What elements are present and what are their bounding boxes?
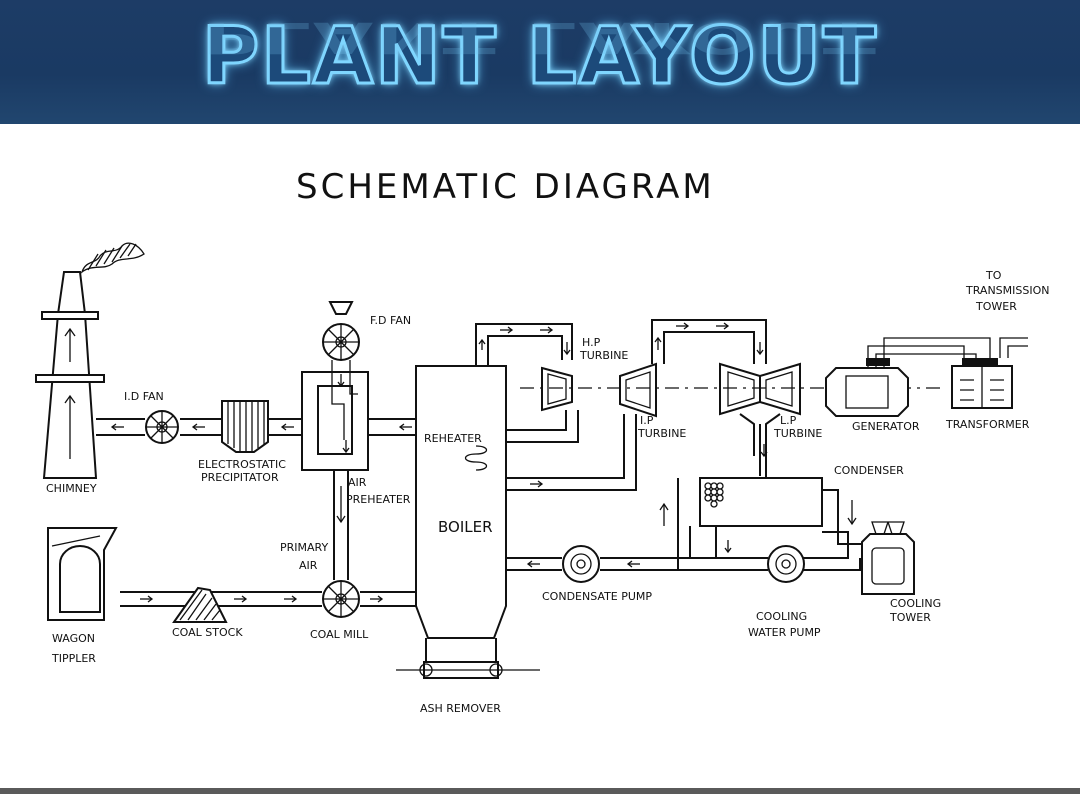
electrostatic-precipitator bbox=[221, 400, 269, 453]
lp-turbine bbox=[719, 362, 801, 484]
ip-turbine bbox=[619, 362, 657, 418]
condenser-label: CONDENSER bbox=[834, 464, 904, 477]
generator-label: GENERATOR bbox=[852, 420, 920, 433]
primary-air-label-2: AIR bbox=[299, 559, 318, 572]
primary-air-duct bbox=[333, 470, 349, 580]
id-fan bbox=[145, 410, 179, 444]
header-banner: PLANT LAYOUT PLANT LAYOUT bbox=[0, 0, 1080, 124]
coal-mill-label: COAL MILL bbox=[310, 628, 369, 641]
ash-remover bbox=[396, 638, 540, 679]
hp-turbine-label-2: TURBINE bbox=[579, 349, 628, 362]
condensate-line bbox=[506, 526, 717, 571]
coal-conveyor bbox=[120, 591, 416, 607]
wagon-tippler bbox=[47, 527, 118, 621]
to-transmission-label-2: TRANSMISSION bbox=[965, 284, 1049, 297]
diagram-title: SCHEMATIC DIAGRAM bbox=[296, 167, 715, 207]
to-transmission-label-1: TO bbox=[985, 269, 1002, 282]
wagon-tippler-label-2: TIPPLER bbox=[51, 652, 96, 665]
coal-mill bbox=[322, 580, 360, 618]
cooling-water-pump bbox=[767, 545, 805, 583]
primary-air-label-1: PRIMARY bbox=[280, 541, 328, 554]
condenser-tube-bundle bbox=[704, 482, 724, 508]
page-title: PLANT LAYOUT bbox=[200, 11, 879, 104]
chimney bbox=[35, 242, 145, 479]
coal-stock-label: COAL STOCK bbox=[172, 626, 243, 639]
coal-stock bbox=[172, 586, 228, 623]
generator bbox=[825, 337, 998, 417]
hp-turbine-label-1: H.P bbox=[582, 336, 601, 349]
boiler bbox=[415, 365, 507, 639]
to-transmission-label-3: TOWER bbox=[975, 300, 1017, 313]
ash-remover-label: ASH REMOVER bbox=[420, 702, 501, 715]
reheat-piping bbox=[506, 410, 637, 491]
reheater-label: REHEATER bbox=[424, 432, 482, 445]
cooling-water-pump-label-1: COOLING bbox=[756, 610, 807, 623]
esp-label-2: PRECIPITATOR bbox=[201, 471, 279, 484]
hp-turbine bbox=[541, 366, 573, 412]
flue-gas-duct bbox=[96, 418, 416, 436]
air-preheater bbox=[301, 360, 369, 471]
wagon-tippler-label-1: WAGON bbox=[52, 632, 95, 645]
boiler-label: BOILER bbox=[438, 518, 493, 536]
condensate-pump bbox=[562, 545, 600, 583]
esp-label-1: ELECTROSTATIC bbox=[198, 458, 286, 471]
cooling-tower bbox=[861, 521, 915, 595]
cooling-tower-label-1: COOLING bbox=[890, 597, 941, 610]
ip-turbine-label-1: I.P bbox=[640, 414, 654, 427]
reheater bbox=[464, 445, 488, 471]
condensate-pump-label: CONDENSATE PUMP bbox=[542, 590, 652, 603]
cooling-tower-label-2: TOWER bbox=[889, 611, 931, 624]
transformer-label: TRANSFORMER bbox=[945, 418, 1030, 431]
air-preheater-label-2: PREHEATER bbox=[346, 493, 411, 506]
fd-fan bbox=[322, 301, 360, 361]
lp-turbine-label-2: TURBINE bbox=[773, 427, 822, 440]
chimney-label: CHIMNEY bbox=[46, 482, 97, 495]
footer-bar bbox=[0, 788, 1080, 794]
schematic-diagram: SCHEMATIC DIAGRAM CHIMNEY I.D FAN bbox=[35, 167, 1049, 715]
crossover-pipe bbox=[651, 319, 767, 364]
lp-turbine-label-1: L.P bbox=[780, 414, 797, 427]
id-fan-label: I.D FAN bbox=[124, 390, 164, 403]
condenser bbox=[699, 424, 823, 527]
air-preheater-label-1: AIR bbox=[348, 476, 367, 489]
main-steam-pipe bbox=[475, 323, 573, 366]
cooling-water-pump-label-2: WATER PUMP bbox=[748, 626, 821, 639]
ip-turbine-label-2: TURBINE bbox=[637, 427, 686, 440]
fd-fan-label: F.D FAN bbox=[370, 314, 411, 327]
transformer bbox=[951, 337, 1028, 409]
